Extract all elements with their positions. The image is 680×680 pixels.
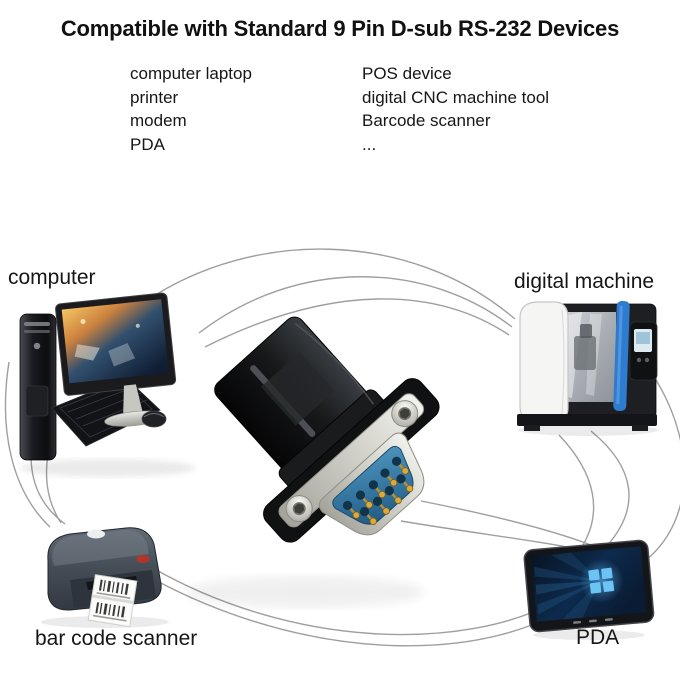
device-list-item: POS device [362, 64, 452, 83]
computer-illustration [8, 288, 208, 483]
device-list-item: Barcode scanner [362, 111, 491, 130]
label-strip [87, 574, 138, 628]
tablet-icon [523, 539, 655, 640]
printer-lid [52, 529, 149, 566]
page-title: Compatible with Standard 9 Pin D-sub RS-… [60, 16, 620, 41]
computer-shadow [20, 459, 196, 477]
windows-logo [588, 567, 615, 594]
machine-accent-stripe [613, 300, 630, 412]
connector-pins [342, 456, 414, 526]
monitor-stand [123, 384, 144, 416]
monitor-screen [61, 299, 169, 384]
device-list-left: computer laptop printer modem PDA [130, 62, 252, 156]
pda-label: PDA [576, 626, 620, 649]
device-list-item: printer [130, 87, 179, 107]
connector-jack-screw-bottom [285, 495, 313, 523]
printer-button [87, 529, 105, 539]
cnc-machine-icon [517, 300, 658, 436]
computer-icon [19, 292, 196, 477]
connector-jack-screw-top [391, 400, 419, 428]
desktop-tower [19, 313, 57, 461]
device-list-item: modem [130, 111, 187, 130]
machine-base [517, 414, 657, 426]
device-list-right: POS device digital CNC machine tool Barc… [362, 62, 549, 156]
pda-shadow [533, 630, 645, 640]
db9-connector-illustration [185, 300, 495, 610]
device-list-item: PDA [130, 134, 165, 154]
device-list-item: ... [362, 134, 377, 154]
computer-label: computer [8, 266, 96, 289]
digital-machine-illustration [512, 296, 664, 436]
label-printer-icon [41, 527, 169, 628]
printer-logo [136, 555, 150, 563]
bar-code-scanner-label: bar code scanner [35, 627, 198, 650]
db9-connector-icon [185, 316, 440, 608]
device-list-item: computer laptop [130, 64, 252, 83]
pda-tablet [523, 539, 655, 633]
machine-control-panel [629, 321, 658, 381]
machine-front-cowl [519, 301, 569, 421]
pda-soft-buttons [573, 618, 613, 624]
pda-illustration [514, 532, 664, 642]
connector-shadow [185, 576, 425, 608]
digital-machine-label: digital machine [514, 270, 655, 293]
bar-code-scanner-illustration [30, 518, 195, 630]
machine-shadow [518, 424, 658, 436]
device-list-item: digital CNC machine tool [362, 87, 550, 107]
mouse [141, 410, 167, 428]
monitor [55, 292, 177, 427]
